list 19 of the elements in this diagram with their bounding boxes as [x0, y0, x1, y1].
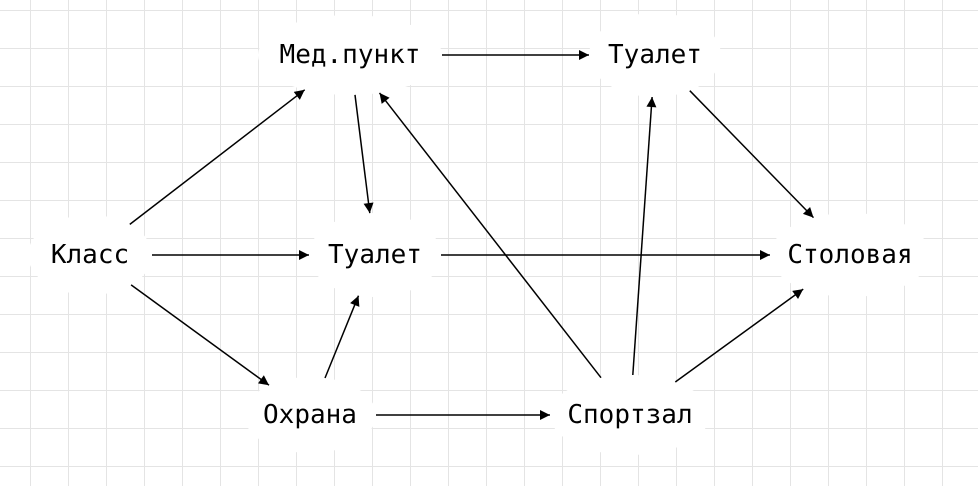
arrow — [632, 96, 656, 376]
arrow — [376, 410, 550, 420]
node-label: Туалет — [608, 40, 702, 70]
node-label: Столовая — [787, 240, 913, 270]
node-label: Охрана — [263, 400, 357, 430]
arrow — [442, 50, 589, 60]
node-label: Мед.пункт — [280, 40, 420, 70]
node-label: Класс — [50, 240, 130, 270]
arrow — [354, 94, 374, 214]
arrow — [674, 288, 804, 383]
arrow — [129, 89, 306, 225]
arrow — [130, 284, 270, 386]
node-label: Туалет — [328, 240, 422, 270]
arrow — [441, 250, 770, 260]
arrow — [152, 250, 309, 260]
arrow — [689, 90, 814, 218]
arrow — [324, 295, 360, 378]
node-label: Спортзал — [567, 400, 693, 430]
arrow — [378, 92, 602, 378]
